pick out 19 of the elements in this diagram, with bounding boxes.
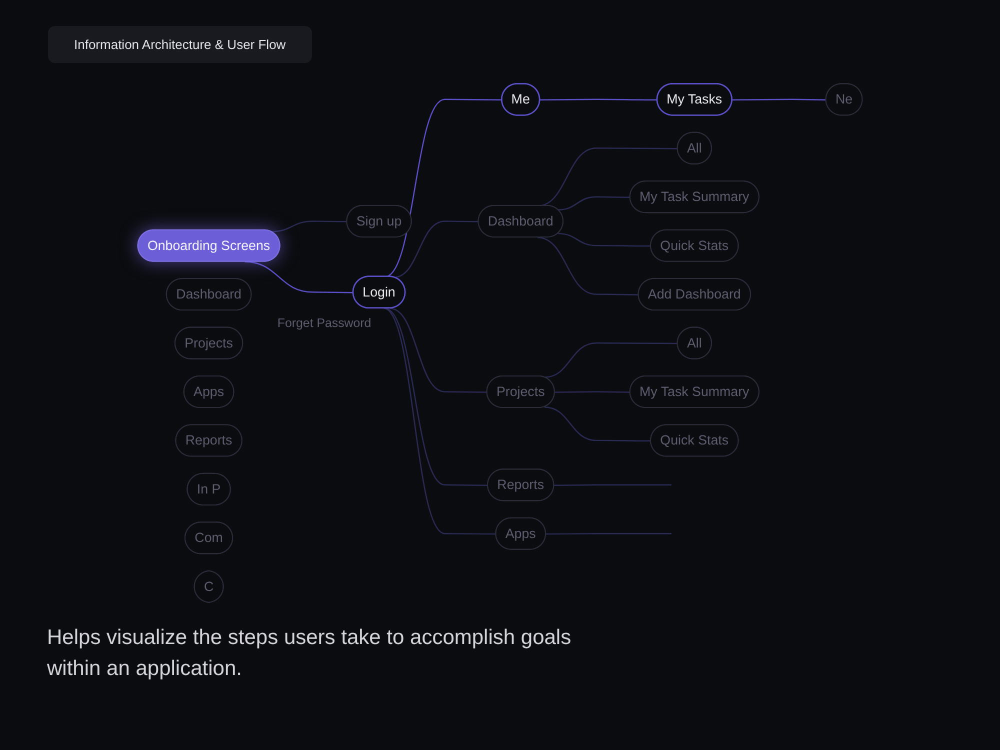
connector <box>244 261 354 294</box>
connector <box>544 406 651 442</box>
connector <box>537 236 639 296</box>
connector <box>544 342 678 378</box>
annotation-text: Forget Password <box>277 316 372 330</box>
connector <box>394 220 479 278</box>
title-badge: Information Architecture & User Flow <box>48 26 312 63</box>
connector <box>383 308 496 535</box>
connector <box>384 308 488 486</box>
connector <box>554 484 672 486</box>
connector <box>540 98 658 100</box>
connector <box>558 196 630 210</box>
connector <box>546 532 672 535</box>
connector <box>554 391 630 393</box>
connector <box>270 220 348 232</box>
caption-text: Helps visualize the steps users take to accomplish goals within an application. <box>47 625 572 682</box>
connector <box>732 98 826 100</box>
connector <box>558 232 651 247</box>
connector <box>390 308 488 393</box>
